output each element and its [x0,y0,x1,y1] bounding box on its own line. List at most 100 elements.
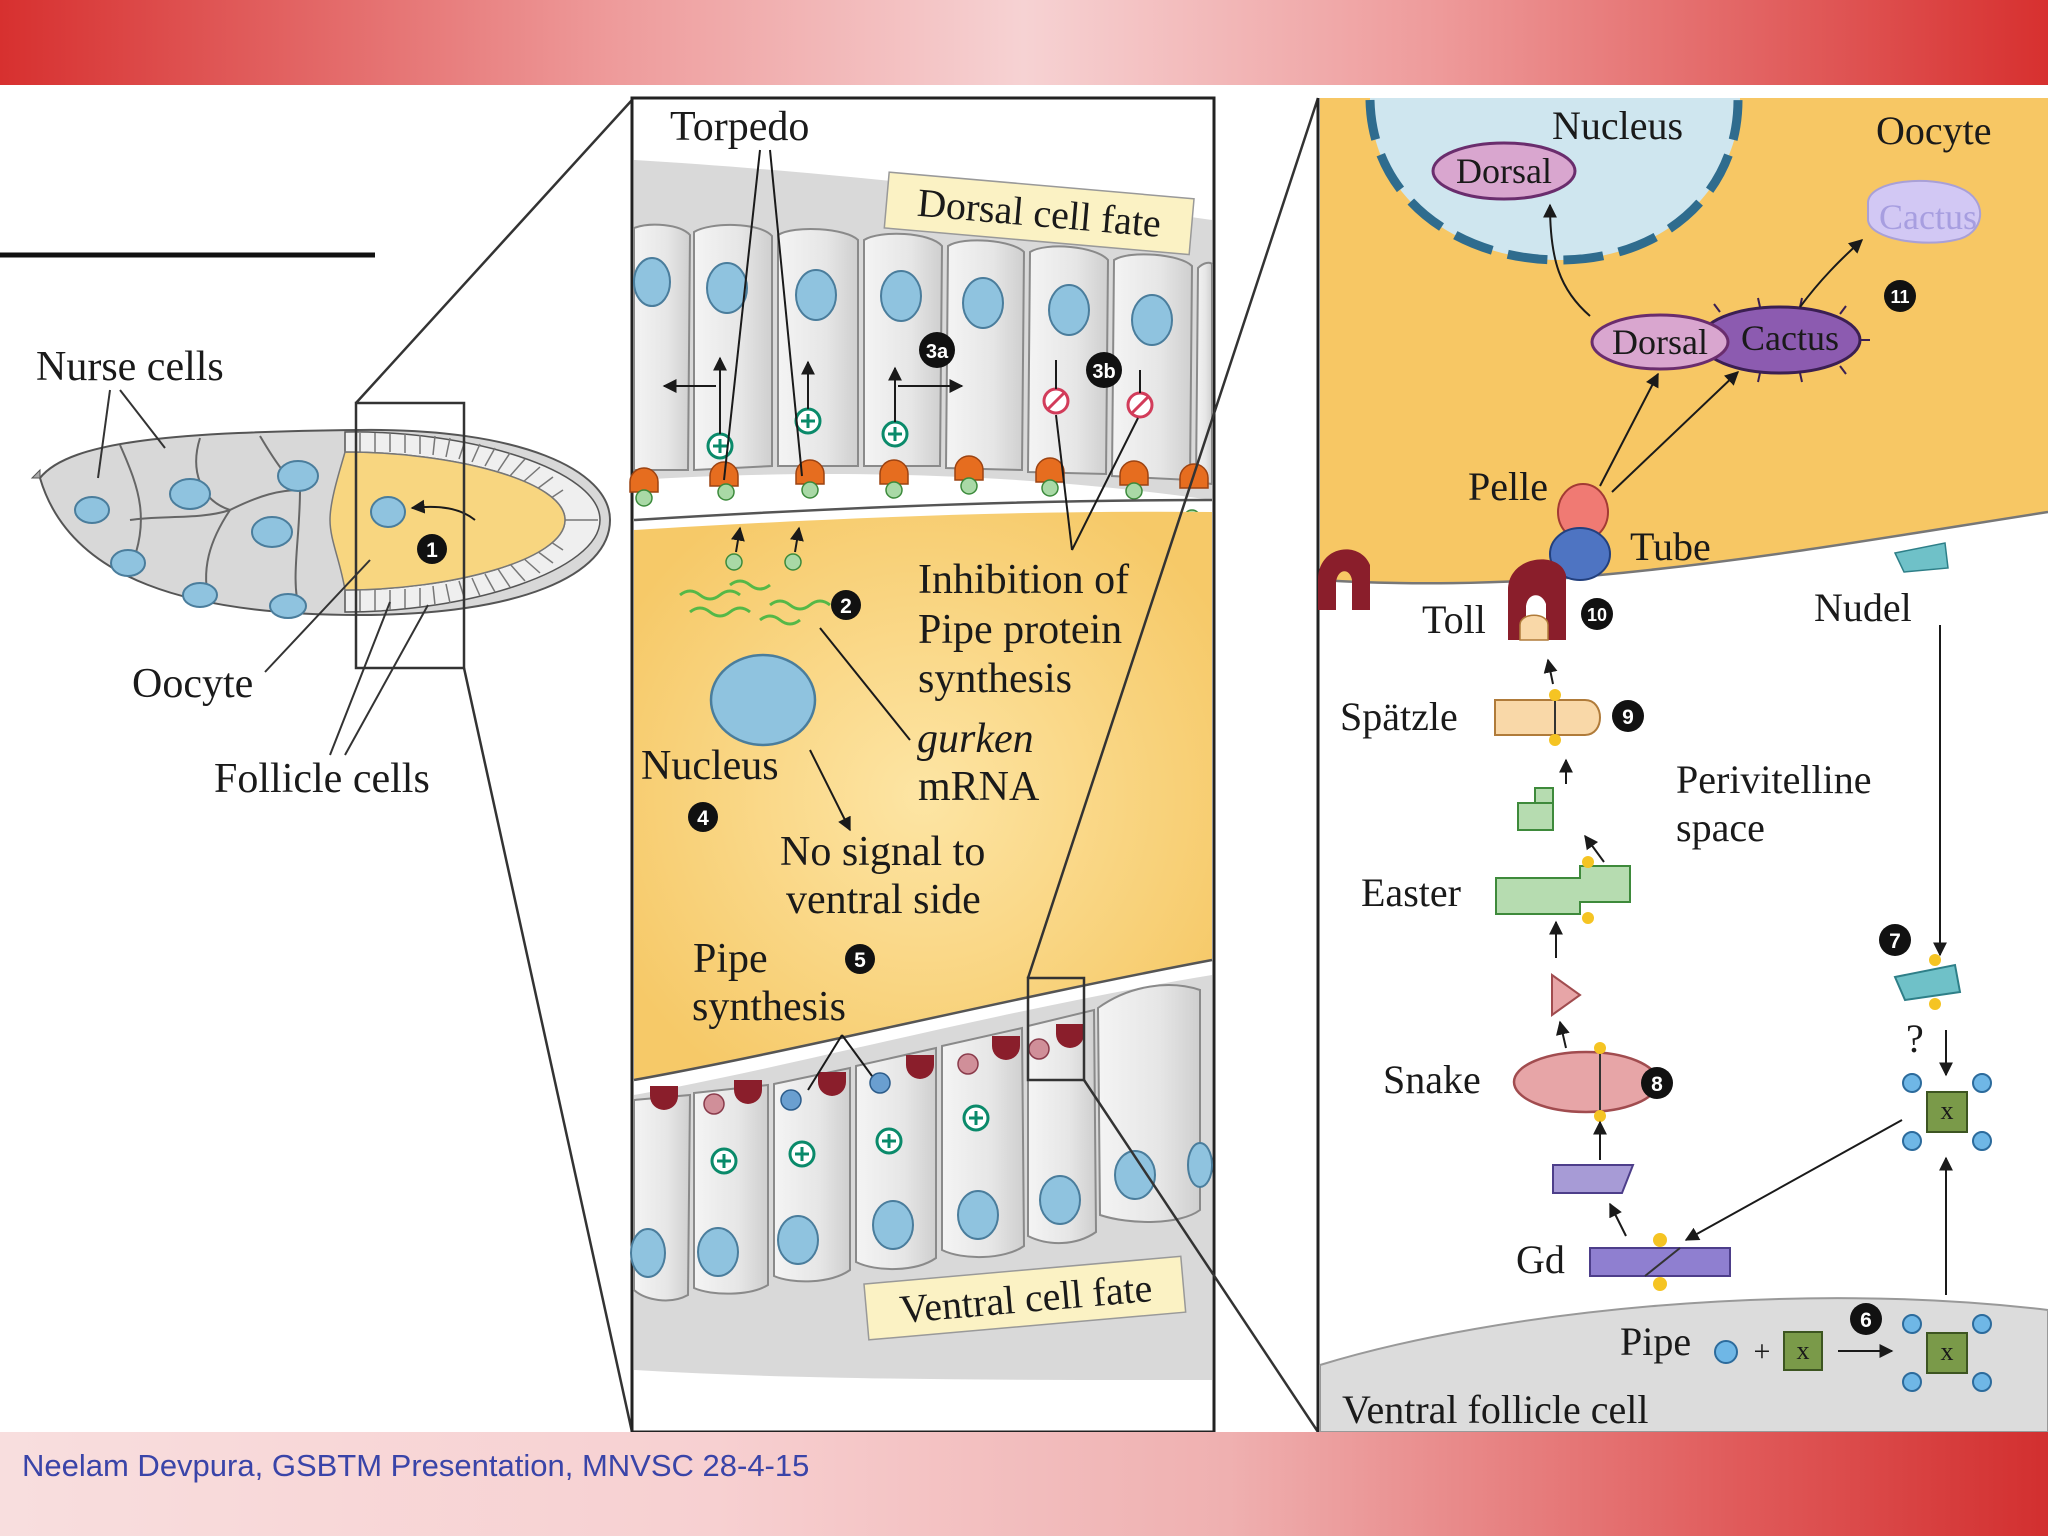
panel-c-toll-pathway: x ? + x x Nucleus Oocyte Dorsal Cactus D… [1316,98,2048,1432]
zoom-box-a [354,401,466,670]
label-spatzle: Spätzle [1340,694,1458,739]
gurken-mrna [679,579,831,626]
pipe-protein-row [650,1024,1084,1115]
label-no-signal-1: No signal to [780,829,985,875]
easter-active-fragment [1517,787,1554,831]
zoom-line-b-top [1026,97,1320,979]
dorsal-ventral-patterning-diagram: 1 Nurse cells Oocyte Follicle cells [0,96,2048,1432]
panel-b-dorsal-ventral-section: Dorsal cell fate Ventral cell fate Torpe… [629,96,1320,1432]
label-nucleus-c: Nucleus [1552,103,1683,148]
slide-footer-band [0,1432,2048,1536]
pipe-synthesis-pointers [807,1034,873,1091]
step-11-number: 11 [1890,287,1909,307]
oocyte-membrane-top [633,498,1213,522]
label-dorsal-nucleus: Dorsal [1456,151,1552,191]
tube [1549,527,1611,581]
x-factor-product [1902,1314,1992,1392]
follicle-cell-stripes [359,433,598,611]
nurse-cells-pointers [97,389,166,479]
oocyte-membrane-bottom [633,958,1213,1082]
easter-protein [1495,865,1631,915]
oocyte-nucleus-b [709,653,817,747]
x-factor-label-3: x [1941,1337,1954,1366]
step-2-number: 2 [840,595,852,618]
label-nurse-cells: Nurse cells [36,344,224,390]
step-badges-c [1581,280,1916,1335]
gd-fragment [1552,1164,1635,1194]
zoom-line-b-bottom [1082,1079,1320,1432]
pipe-enzyme [1714,1340,1738,1364]
label-tube: Tube [1630,524,1711,569]
gurken-protein-arrows [731,526,804,553]
label-snake: Snake [1383,1057,1481,1102]
gd-protein [1589,1247,1731,1277]
ventral-activation-markers [710,1104,990,1175]
oocyte-nucleus [370,496,406,528]
toll-receptor-unbound [1318,549,1370,610]
egg-chamber-tip [30,468,41,479]
oocyte-cytoplasm [634,511,1212,1081]
step-1-badge [417,534,447,564]
nudel-protein [1893,542,1949,573]
arrow-x-to-gd [1684,1119,1903,1241]
torpedo-pointers [723,149,803,481]
label-dorsal: Dorsal [1612,322,1708,362]
cleavage-burst-easter [1582,856,1594,924]
zoom-box-b [1026,976,1086,1082]
ventral-follicle-nuclei [630,1142,1213,1278]
x-factor-label-2: x [1797,1336,1810,1365]
label-no-signal-2: ventral side [786,877,981,923]
label-nucleus-b: Nucleus [641,743,779,789]
ventral-fate-tag [863,1255,1187,1341]
label-gurken: gurken [917,716,1034,762]
nucleus-migration-arrow [410,499,476,521]
x-factor-modified [1902,1073,1992,1151]
step-10-number: 10 [1587,605,1607,625]
nudel-active [1893,963,1962,1002]
arrow-easter-fragment [1584,834,1605,863]
label-inhibition-1: Inhibition of [918,557,1129,603]
pathway-arrows-top [1543,203,1864,493]
plus-sign: + [1754,1335,1771,1368]
step-1-number: 1 [426,539,438,562]
label-cactus: Cactus [1741,318,1839,358]
slide-header-band [0,0,2048,85]
label-follicle-cells: Follicle cells [214,756,430,802]
label-mrna: mRNA [918,764,1040,810]
label-pipe: Pipe [1620,1319,1691,1364]
label-torpedo: Torpedo [670,104,809,150]
step-7-number: 7 [1889,930,1901,953]
cleavage-burst-snake [1594,1042,1606,1122]
step-3a-number: 3a [926,341,949,363]
gurken-pointer [819,627,911,741]
dorsal-fate-tag [883,171,1195,256]
label-pipe-1: Pipe [693,936,768,982]
step-5-number: 5 [854,949,866,972]
cleavage-burst-gd [1653,1233,1667,1291]
spatzle-bound [1519,614,1549,641]
label-ventral-follicle: Ventral follicle cell [1342,1387,1649,1432]
label-pipe-2: synthesis [692,984,846,1030]
panel-a-egg-chamber: 1 Nurse cells Oocyte Follicle cells [0,99,634,1432]
label-toll: Toll [1422,597,1486,642]
label-perivitelline-1: Perivitelline [1676,757,1872,802]
label-nudel: Nudel [1814,585,1912,630]
arrow-spatzle-toll [1543,658,1558,685]
step-4-number: 4 [697,807,709,830]
label-perivitelline-2: space [1676,805,1765,850]
label-cactus-free: Cactus [1879,197,1977,237]
oocyte-pointer [264,559,371,673]
cleavage-burst-spatzle [1549,689,1561,746]
dorsal-in-nucleus [1431,141,1577,201]
step-6-number: 6 [1860,1309,1872,1332]
snake-protein [1512,1050,1660,1114]
label-oocyte-c: Oocyte [1876,108,1992,153]
x-factor-unmodified [1783,1331,1823,1371]
step-badges-b [688,332,1122,974]
oocyte-region [329,451,566,591]
zoom-line-top [355,99,633,404]
zoom-line-bottom [462,667,634,1432]
inhibition-pointers [1055,414,1139,551]
gurken-protein [725,553,802,571]
label-pelle: Pelle [1468,464,1548,509]
